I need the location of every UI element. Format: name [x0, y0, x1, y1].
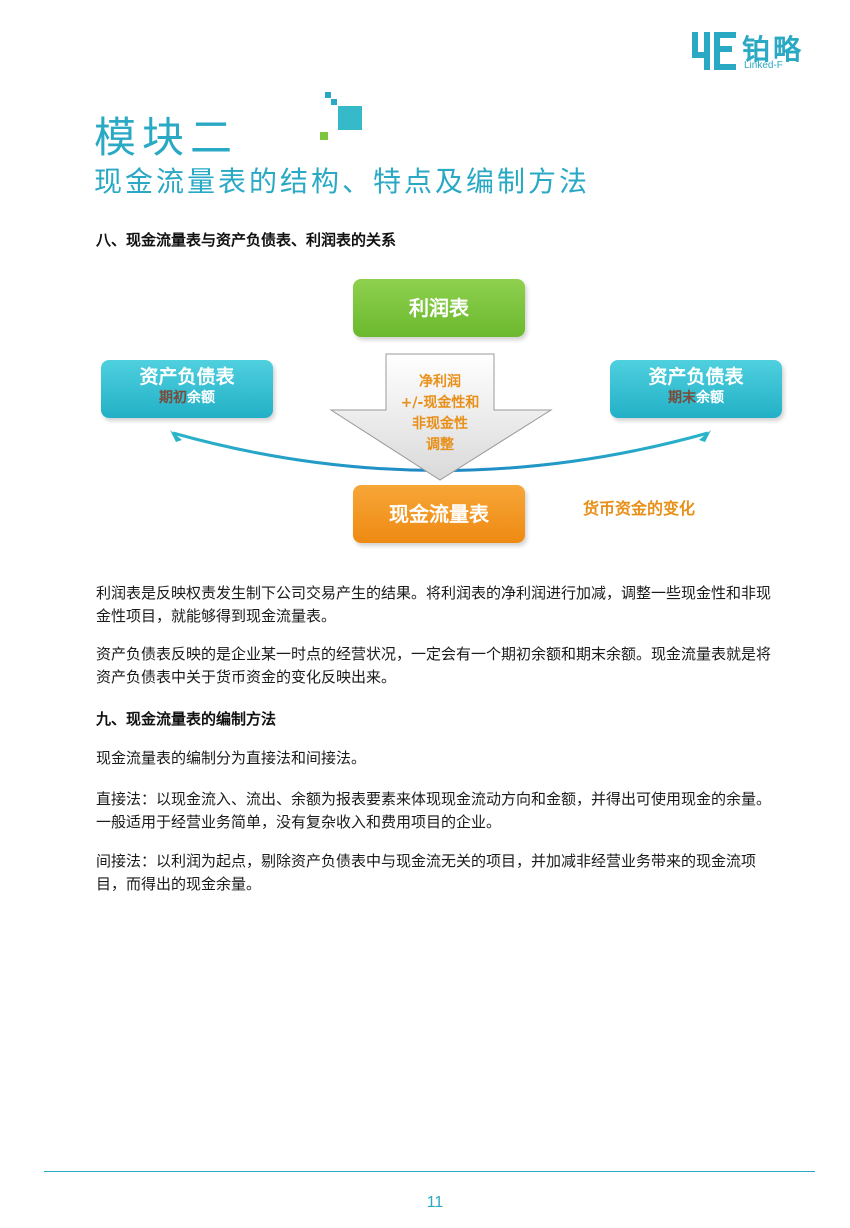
section-heading-8: 八、现金流量表与资产负债表、利润表的关系 — [96, 231, 397, 249]
opening-label: 期初 — [159, 390, 187, 406]
curve-arrowhead-right — [699, 430, 711, 442]
company-logo: 铂略 Linked-F — [692, 30, 822, 75]
income-statement-box: 利润表 — [353, 279, 525, 337]
arrow-line-4: 调整 — [426, 437, 454, 453]
arrow-line-1: 净利润 — [419, 374, 461, 390]
section-heading-9: 九、现金流量表的编制方法 — [96, 710, 277, 728]
cash-flow-statement-box: 现金流量表 — [353, 485, 525, 543]
monetary-funds-change-label: 货币资金的变化 — [583, 499, 696, 518]
decor-square-small-teal-2 — [331, 99, 337, 105]
curve-arrowhead-left — [170, 430, 182, 442]
relationship-diagram-graphic — [170, 353, 711, 481]
arrow-adjustment-text: 净利润 +/-现金性和 非现金性 调整 — [385, 372, 495, 456]
down-arrow-shape — [329, 353, 553, 481]
module-subtitle: 现金流量表的结构、特点及编制方法 — [94, 165, 591, 198]
logo-english-text: Linked-F — [744, 60, 783, 71]
balance-sheet-closing-subtitle: 期末余额 — [610, 388, 782, 408]
paragraph-indirect-method: 间接法：以利润为起点，剔除资产负债表中与现金流无关的项目，并加减非经营业务带来的… — [96, 852, 757, 893]
balance-label-left: 余额 — [187, 390, 215, 406]
balance-sheet-opening-title: 资产负债表 — [139, 366, 235, 388]
arrow-line-2: +/-现金性和 — [400, 395, 480, 411]
page-number: 11 — [426, 1194, 444, 1211]
balance-sheet-closing-box: 资产负债表 期末余额 — [610, 360, 782, 418]
arrow-line-3: 非现金性 — [412, 416, 468, 432]
paragraph-balance-sheet: 资产负债表反映的是企业某一时点的经营状况，一定会有一个期初余额和期末余额。现金流… — [96, 645, 772, 686]
footer-divider — [44, 1171, 815, 1172]
balance-sheet-closing-title: 资产负债表 — [648, 366, 744, 388]
decor-square-green — [320, 132, 328, 140]
paragraph-methods-intro: 现金流量表的编制分为直接法和间接法。 — [96, 749, 367, 767]
paragraph-income-statement: 利润表是反映权责发生制下公司交易产生的结果。将利润表的净利润进行加减，调整一些现… — [96, 584, 772, 625]
logo-chinese-text: 铂略 — [742, 33, 805, 66]
module-title: 模块二 — [94, 113, 239, 162]
logo-mark-icon — [692, 32, 736, 70]
balance-label-right: 余额 — [696, 390, 724, 406]
balance-sheet-opening-subtitle: 期初余额 — [101, 388, 273, 408]
decor-square-large-teal — [338, 106, 362, 130]
paragraph-direct-method: 直接法：以现金流入、流出、余额为报表要素来体现现金流动方向和金额，并得出可使用现… — [96, 790, 772, 831]
closing-label: 期末 — [668, 390, 696, 406]
balance-sheet-opening-box: 资产负债表 期初余额 — [101, 360, 273, 418]
decor-square-small-teal — [325, 92, 331, 98]
